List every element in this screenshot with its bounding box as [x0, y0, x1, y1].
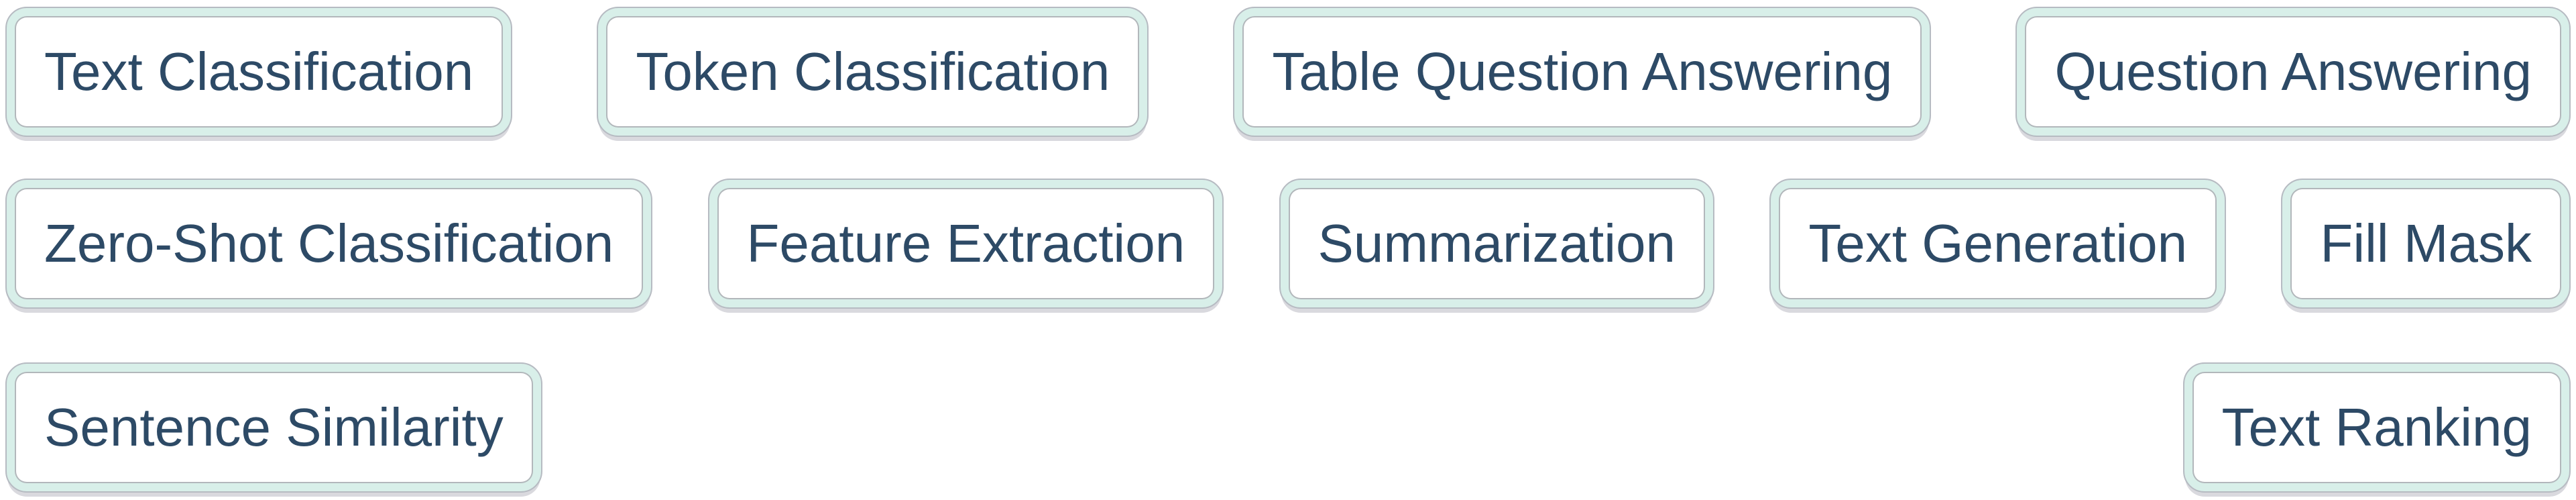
task-tag-summarization[interactable]: Summarization	[1279, 179, 1715, 309]
task-tag-text-generation[interactable]: Text Generation	[1769, 179, 2227, 309]
task-tag-feature-extraction[interactable]: Feature Extraction	[707, 179, 1224, 309]
task-tag-row-1: Text Classification Token Classification…	[5, 7, 2571, 137]
task-tag-sentence-similarity[interactable]: Sentence Similarity	[5, 362, 542, 493]
task-tag-text-ranking[interactable]: Text Ranking	[2182, 362, 2571, 493]
task-tag-fill-mask[interactable]: Fill Mask	[2281, 179, 2571, 309]
task-tag-token-classification[interactable]: Token Classification	[597, 7, 1149, 137]
task-tag-question-answering[interactable]: Question Answering	[2015, 7, 2571, 137]
task-tag-text-classification[interactable]: Text Classification	[5, 7, 513, 137]
task-tag-zero-shot-classification[interactable]: Zero-Shot Classification	[5, 179, 653, 309]
task-tag-table-question-answering[interactable]: Table Question Answering	[1233, 7, 1932, 137]
task-tag-row-3: Sentence Similarity Text Ranking	[5, 362, 2571, 493]
task-tag-row-2: Zero-Shot Classification Feature Extract…	[5, 179, 2571, 309]
